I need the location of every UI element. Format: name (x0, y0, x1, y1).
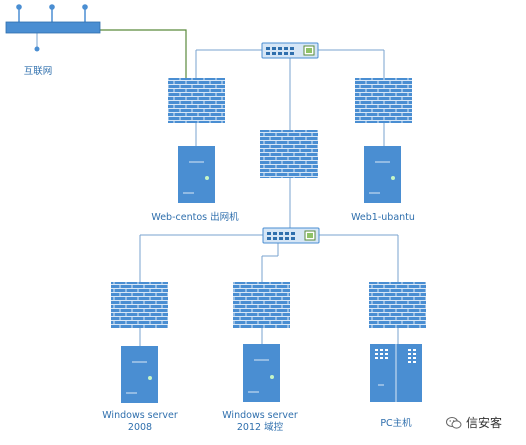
label-pc-host: PC主机 (380, 418, 412, 429)
switch-middle (262, 227, 320, 244)
firewall-web-centos (168, 78, 225, 123)
label-win2008: Windows server 2008 (96, 410, 184, 434)
firewall-core (260, 130, 318, 178)
internet-router (5, 4, 101, 52)
server-win2012 (243, 344, 280, 402)
watermark-text: 信安客 (466, 416, 503, 430)
server-win2008 (121, 346, 158, 403)
pc-host-tower (370, 344, 422, 402)
firewall-web1-ubuntu (355, 78, 412, 123)
switch-top (261, 42, 319, 59)
label-web1-ubuntu: Web1-ubantu (351, 212, 415, 223)
label-win2008-line2: 2008 (127, 422, 153, 433)
label-win2012-line1: Windows server (222, 410, 298, 421)
label-win2012-line2: 2012 域控 (236, 422, 284, 433)
wechat-icon (446, 416, 462, 429)
firewall-win2008 (111, 282, 168, 328)
firewall-win2012 (233, 282, 290, 328)
label-win2008-line1: Windows server (102, 410, 178, 421)
server-web-centos (178, 146, 215, 203)
server-web1-ubuntu (364, 146, 401, 203)
label-win2012: Windows server 2012 域控 (216, 410, 304, 434)
label-internet: 互联网 (23, 66, 53, 77)
label-web-centos: Web-centos 出网机 (151, 212, 239, 223)
firewall-pc (369, 282, 426, 328)
watermark: 信安客 (446, 414, 502, 431)
